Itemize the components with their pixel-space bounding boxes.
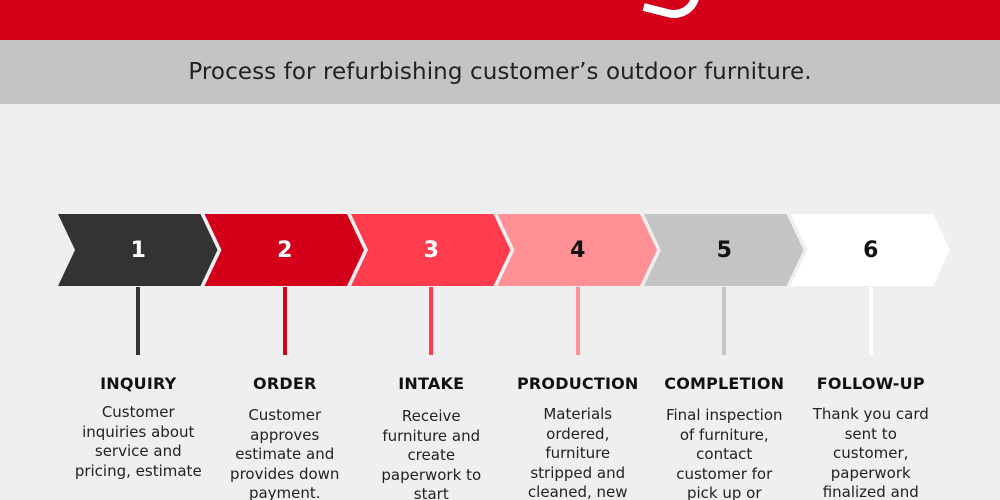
header-banner [0,0,1000,40]
stage-connector-1 [136,287,141,355]
stage-connector-5 [722,287,727,355]
subtitle: Process for refurbishing customer’s outd… [188,59,812,85]
stage-number-4: 4 [570,238,586,263]
stage-connector-4 [575,287,580,355]
stage-description-6: Thank you card sent to customer, paperwo… [812,405,929,500]
stage-title-5: COMPLETION [664,374,785,393]
subtitle-band: Process for refurbishing customer’s outd… [0,40,1000,104]
stage-number-1: 1 [130,238,146,263]
stage-number-2: 2 [277,238,293,263]
stage-description-3: Receive furniture and create paperwork t… [381,407,482,500]
stage-arrow-1 [58,214,218,286]
stage-title-2: ORDER [253,374,317,393]
stage-number-3: 3 [423,238,439,263]
stage-arrow-4 [497,214,657,286]
stage-title-3: INTAKE [398,374,465,393]
stage-title-4: PRODUCTION [516,374,639,393]
stage-title-1: INQUIRY [100,374,177,393]
stage-connector-3 [429,287,434,355]
stage-title-6: FOLLOW-UP [816,374,925,393]
stage-number-5: 5 [716,238,732,263]
stage-connector-6 [868,287,873,355]
stage-arrow-2 [204,214,364,286]
stage-arrow-6 [790,214,950,286]
stage-connector-2 [282,287,287,355]
stage-description-1: Customer inquiries about service and pri… [74,403,202,480]
stage-description-2: Customer approves estimate and provides … [230,406,340,500]
stage-number-6: 6 [863,238,879,263]
stage-arrow-5 [644,214,804,286]
stage-description-4: Materials ordered, furniture stripped an… [527,405,628,500]
stage-arrow-3 [351,214,511,286]
stage-description-5: Final inspection of furniture, contact c… [665,406,783,500]
